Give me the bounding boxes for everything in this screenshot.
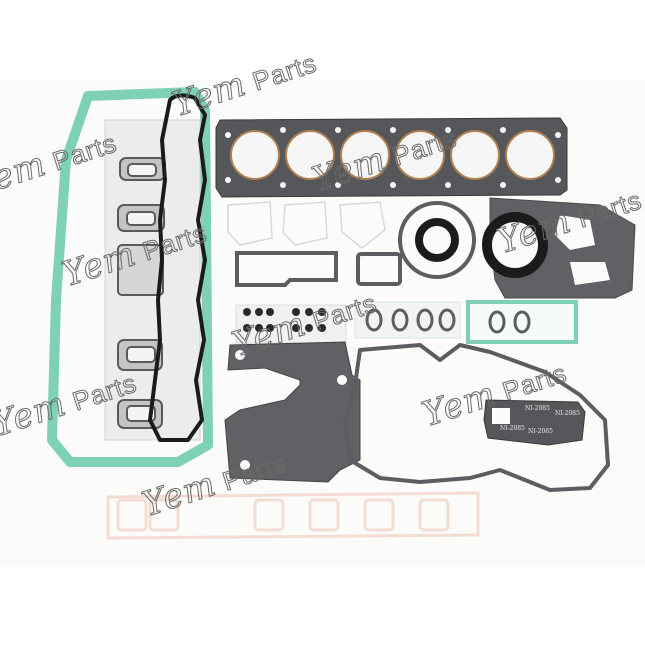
oil-pan-gasket (47, 87, 213, 467)
rear-crankshaft-seal (482, 212, 548, 278)
gear-case-gasket (224, 341, 361, 483)
valve-stem-seals (235, 304, 347, 344)
water-outlet-gaskets (235, 251, 402, 287)
part-label: NI-2085 (528, 428, 553, 435)
front-seal-plate (398, 201, 476, 279)
water-pump-gasket (483, 399, 586, 446)
valve-cover-seal (148, 93, 207, 442)
cylinder-head-gasket (215, 117, 568, 198)
part-label: NI-2085 (525, 405, 550, 412)
thermostat-paper-gaskets (227, 201, 386, 249)
timing-gear-housing-gasket (343, 343, 610, 492)
part-label: NI-2085 (555, 410, 580, 417)
intake-manifold-gasket (106, 491, 480, 540)
small-flange-gaskets (354, 300, 578, 344)
part-label: NI-2085 (500, 425, 525, 432)
